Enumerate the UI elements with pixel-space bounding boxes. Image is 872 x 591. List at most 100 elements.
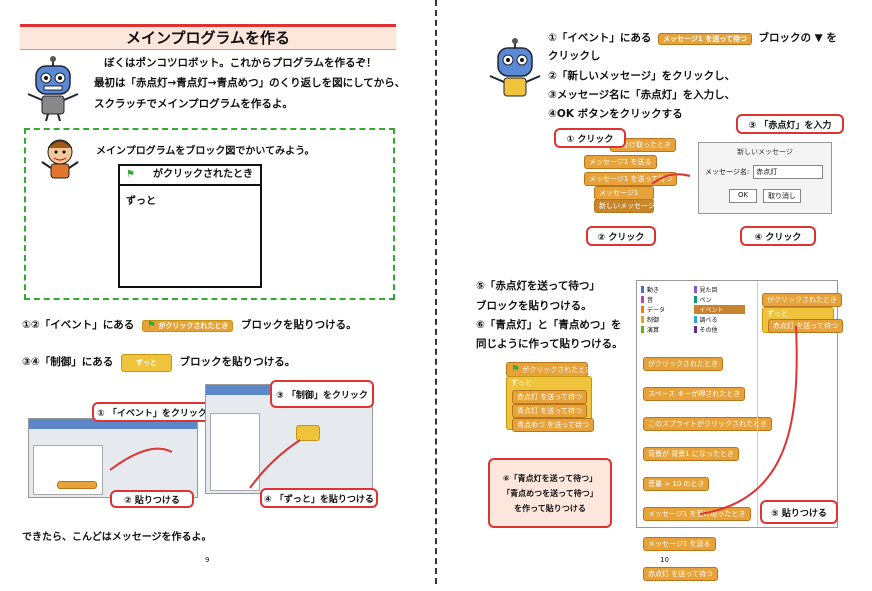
dialog-title: 新しいメッセージ xyxy=(737,148,793,156)
script-area: がクリックされたとき ずっと 赤点灯 を送って待つ xyxy=(757,281,843,527)
category-0[interactable]: 動き xyxy=(641,285,693,294)
category-color xyxy=(693,286,697,293)
arrows-left xyxy=(109,439,301,489)
category-list: 動き 見た目音 ペンデータ イベント制御調べる演算 その他 xyxy=(641,285,745,334)
category-color xyxy=(641,296,644,303)
program-hat-label: がクリックされたとき xyxy=(522,366,593,374)
send-red: 赤点灯 を送って待つ xyxy=(512,390,587,404)
page-divider xyxy=(435,0,437,584)
step1-pre: ①「イベント」にある xyxy=(548,32,652,44)
category-color xyxy=(641,326,644,333)
category-label: 動き xyxy=(647,287,660,294)
forever-block-palette xyxy=(296,425,320,441)
category-label: 見た目 xyxy=(699,287,718,294)
child-illustration xyxy=(41,139,79,179)
forever-block: ずっと xyxy=(120,354,172,372)
category-color xyxy=(693,316,697,323)
category-4[interactable]: データ xyxy=(641,305,693,314)
step5-line-2: ブロックを貼りつける。 xyxy=(476,300,592,312)
category-label: ペン xyxy=(699,297,712,304)
intro-line-1: ぼくはポンコツロボット。これからプログラムを作るぞ！ xyxy=(104,57,377,69)
exercise-box xyxy=(24,128,395,300)
message-name-input[interactable]: 赤点灯 xyxy=(753,165,824,179)
palette-block-2[interactable]: このスプライトがクリックされたとき xyxy=(643,417,772,431)
send-blink-label: 青点めつ xyxy=(517,421,545,429)
script-hat-block[interactable]: がクリックされたとき xyxy=(762,293,842,307)
robot-illustration xyxy=(27,56,79,122)
palette-block-5[interactable]: メッセージ1 を受け取ったとき xyxy=(643,507,751,521)
palette-block-3[interactable]: 背景が 背景1 になったとき xyxy=(643,447,739,461)
category-1[interactable]: 見た目 xyxy=(693,285,746,294)
send-blink-suffix: を送って待つ xyxy=(547,421,589,429)
callout6-line3: を作って貼りつける xyxy=(514,503,586,513)
dropdown-screenshot: を受け取ったとき メッセージ1 を送る メッセージ1 を送って待つ メッセージ1… xyxy=(584,138,684,214)
intro-line-2: 最初は「赤点灯→青点灯→青点めつ」のくり返しを図にしてから、 xyxy=(94,77,406,89)
callout-click-1: ① クリック xyxy=(554,128,626,148)
right-step-3: ③メッセージ名に「赤点灯」を入力し、 xyxy=(548,89,736,101)
right-step-1b: クリックし xyxy=(548,50,601,62)
callout-input: ③ 「赤点灯」を入力 xyxy=(736,114,844,134)
palette-block-7[interactable]: 赤点灯 を送って待つ xyxy=(643,567,718,581)
palette-block-0[interactable]: がクリックされたとき xyxy=(643,357,723,371)
send-red-label: 赤点灯 xyxy=(517,393,538,401)
right-step-2: ②「新しいメッセージ」をクリックし、 xyxy=(548,70,736,82)
category-8[interactable]: 演算 xyxy=(641,325,693,334)
category-9[interactable]: その他 xyxy=(693,325,746,334)
category-label: 調べる xyxy=(699,317,718,324)
ok-button[interactable]: OK xyxy=(728,189,758,203)
dragged-block xyxy=(57,481,97,489)
footer-text: できたら、こんどはメッセージを作るよ。 xyxy=(22,532,212,543)
category-color xyxy=(693,306,697,313)
send-blue-label: 青点灯 xyxy=(517,407,538,415)
category-color xyxy=(641,286,644,293)
send-wait-block-inline: メッセージ1 を送って待つ xyxy=(658,33,752,45)
category-color xyxy=(641,306,644,313)
send-blink: 青点めつ を送って待つ xyxy=(512,418,594,432)
category-5[interactable]: イベント xyxy=(693,305,745,314)
palette-block-1[interactable]: スペース キーが押されたとき xyxy=(643,387,746,401)
palette-block-4[interactable]: 音量 > 10 のとき xyxy=(643,477,710,491)
step5-line-1: ⑤「赤点灯を送って待つ」 xyxy=(476,280,600,292)
callout6-line1: ⑥「青点灯を送って待つ」 xyxy=(502,473,598,483)
right-step-4: ④OK ボタンをクリックする xyxy=(548,108,683,120)
step12-pre: ①②「イベント」にある xyxy=(22,319,135,331)
page-number-right: 10 xyxy=(660,556,669,564)
step12-text: ①②「イベント」にある ⚑ がクリックされたとき ブロックを貼りつける。 xyxy=(22,317,357,332)
scratch-screenshot-events-panel: 動き 見た目音 ペンデータ イベント制御調べる演算 その他 がクリックされたときスペース… xyxy=(636,280,843,581)
category-label: イベント xyxy=(699,307,724,314)
cancel-button[interactable]: 取り消し xyxy=(763,189,802,203)
category-color xyxy=(693,326,697,333)
step1-post: ブロックの ▼ を xyxy=(758,32,837,44)
step34-text: ③④「制御」にある ずっと ブロックを貼りつける。 xyxy=(22,354,295,372)
block-palette: がクリックされたときスペース キーが押されたときこのスプライトがクリックされたと… xyxy=(641,351,772,591)
right-step-1: ①「イベント」にある メッセージ1 を送って待つ ブロックの ▼ を xyxy=(548,30,837,45)
category-color xyxy=(693,296,697,303)
category-label: 音 xyxy=(647,297,654,304)
page-number-left: 9 xyxy=(205,556,210,564)
category-label: 演算 xyxy=(647,327,660,334)
diagram-hat-label: がクリックされたとき xyxy=(152,169,253,180)
script-area xyxy=(210,413,260,491)
event-hat-block: ⚑ がクリックされたとき xyxy=(141,320,234,332)
script-send-block[interactable]: 赤点灯 を送って待つ xyxy=(768,319,843,333)
send-red-suffix: を送って待つ xyxy=(540,393,582,401)
callout-paste-forever: ④ 「ずっと」を貼りつける xyxy=(260,488,378,508)
callout-step6: ⑥「青点灯を送って待つ」 「青点めつを送って待つ」 を作って貼りつける xyxy=(488,458,612,528)
intro-line-3: スクラッチでメインプログラムを作るよ。 xyxy=(94,98,293,110)
step34-post: ブロックを貼りつける。 xyxy=(179,356,296,368)
palette-block-6[interactable]: メッセージ1 を送る xyxy=(643,537,716,551)
callout6-line2: 「青点めつを送って待つ」 xyxy=(502,488,598,498)
send-blue: 青点灯 を送って待つ xyxy=(512,404,587,418)
send-blue-suffix: を送って待つ xyxy=(540,407,582,415)
category-6[interactable]: 制御 xyxy=(641,315,693,324)
block-diagram: ⚑がクリックされたとき ずっと xyxy=(118,164,262,288)
category-2[interactable]: 音 xyxy=(641,295,693,304)
category-7[interactable]: 調べる xyxy=(693,315,746,324)
category-3[interactable]: ペン xyxy=(693,295,746,304)
dropdown-option-new-message[interactable]: 新しいメッセージ xyxy=(594,199,655,213)
titlebar xyxy=(29,419,197,429)
category-label: その他 xyxy=(699,327,718,334)
category-label: データ xyxy=(647,307,666,314)
program-forever-label: ずっと xyxy=(511,379,532,387)
